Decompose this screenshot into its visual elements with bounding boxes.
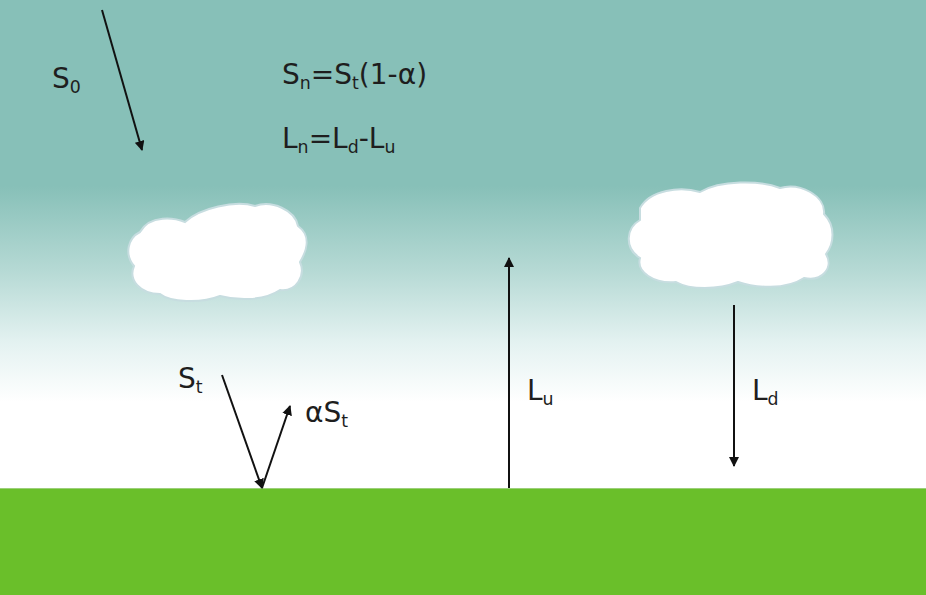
symbol-text: S bbox=[52, 62, 70, 95]
symbol-text: =S bbox=[311, 58, 352, 91]
symbol-text: L bbox=[282, 122, 298, 155]
symbol-text: L bbox=[752, 374, 768, 407]
incoming-solar-arrow bbox=[102, 10, 142, 150]
symbol-text: αS bbox=[305, 396, 341, 429]
subscript: n bbox=[300, 73, 311, 93]
symbol-text: -L bbox=[359, 122, 385, 155]
net-longwave-formula: Ln=Ld-Lu bbox=[282, 122, 395, 164]
sky bbox=[0, 0, 926, 490]
symbol-text: (1-α) bbox=[359, 58, 427, 91]
incoming-solar-label: S0 bbox=[52, 62, 81, 104]
reflected-solar-arrow bbox=[262, 406, 290, 488]
subscript: t bbox=[196, 377, 203, 397]
subscript: d bbox=[768, 389, 779, 409]
net-shortwave-formula: Sn=St(1-α) bbox=[282, 58, 427, 100]
downward-longwave-label: Ld bbox=[752, 374, 779, 416]
surface-solar-label: St bbox=[178, 362, 203, 404]
surface-solar-arrow bbox=[222, 375, 262, 488]
subscript: d bbox=[348, 137, 359, 157]
subscript: 0 bbox=[70, 77, 81, 97]
reflected-solar-label: αSt bbox=[305, 396, 348, 438]
symbol-text: S bbox=[178, 362, 196, 395]
symbol-text: L bbox=[527, 374, 543, 407]
symbol-text: S bbox=[282, 58, 300, 91]
downward-longwave-arrow bbox=[733, 305, 735, 466]
ground bbox=[0, 488, 926, 595]
subscript: u bbox=[384, 137, 395, 157]
subscript: t bbox=[352, 73, 359, 93]
upward-longwave-label: Lu bbox=[527, 374, 554, 416]
cloud bbox=[128, 204, 306, 301]
upward-longwave-arrow bbox=[508, 258, 510, 488]
cloud bbox=[629, 182, 833, 288]
symbol-text: =L bbox=[309, 122, 348, 155]
subscript: t bbox=[341, 411, 348, 431]
subscript: u bbox=[543, 389, 554, 409]
subscript: n bbox=[298, 137, 309, 157]
